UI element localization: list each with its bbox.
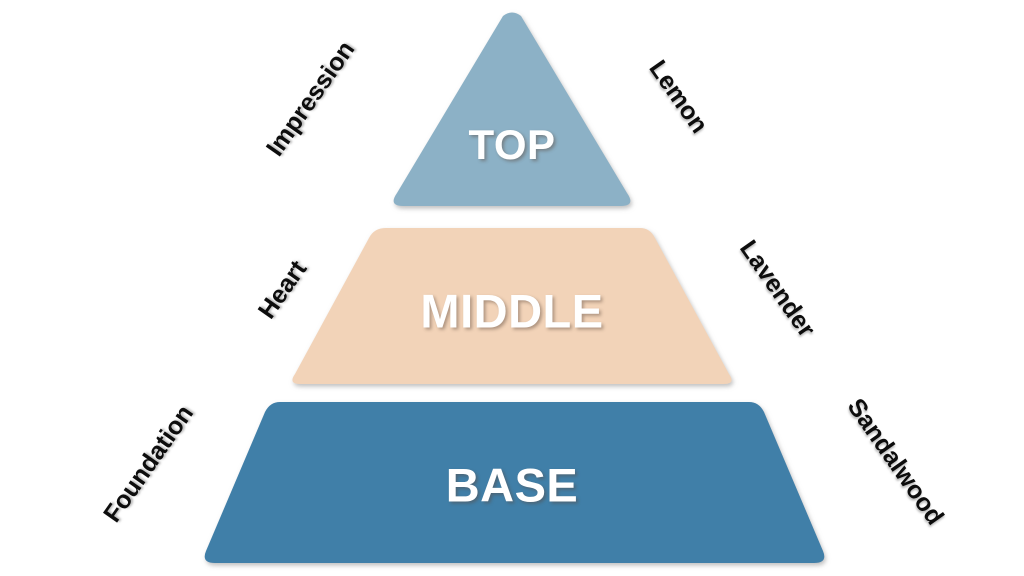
fragrance-pyramid-diagram: TOP MIDDLE BASE Impression Heart Foundat…	[0, 0, 1024, 576]
top-layer-shape[interactable]	[0, 0, 1024, 576]
middle-layer-shape[interactable]	[0, 0, 1024, 576]
base-layer-shape[interactable]	[0, 0, 1024, 576]
